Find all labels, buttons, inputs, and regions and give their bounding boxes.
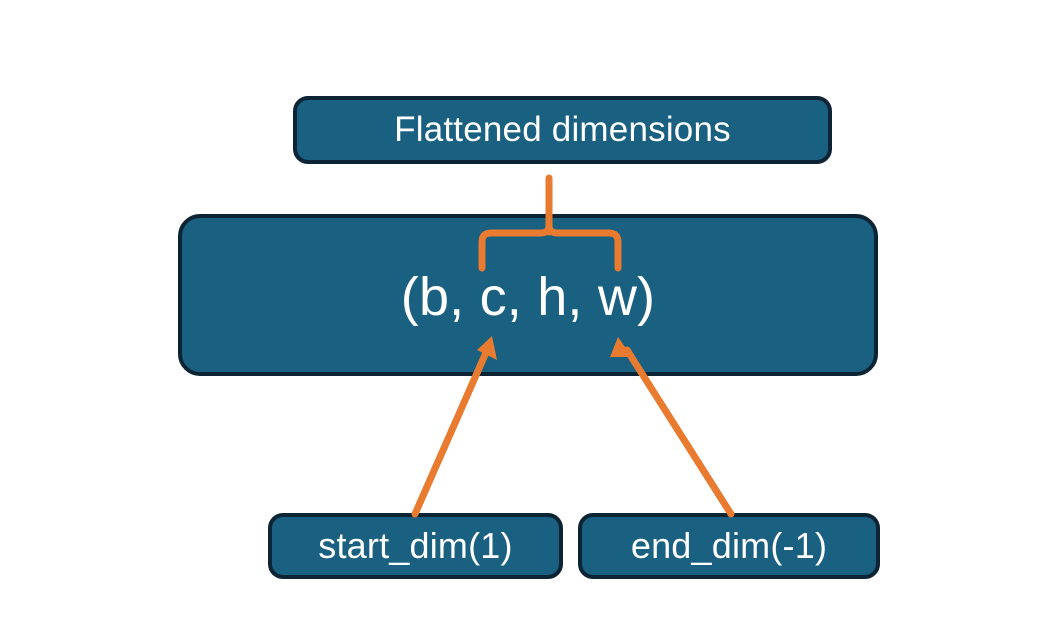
node-start-dim-label: start_dim(1) [318, 525, 513, 566]
node-flattened-dimensions[interactable]: Flattened dimensions [293, 96, 832, 164]
node-tensor-shape[interactable]: (b, c, h, w) [178, 214, 878, 376]
node-tensor-shape-label: (b, c, h, w) [400, 267, 656, 327]
node-flattened-dimensions-label: Flattened dimensions [394, 110, 731, 149]
node-end-dim[interactable]: end_dim(-1) [578, 513, 880, 579]
node-end-dim-label: end_dim(-1) [630, 525, 828, 566]
node-start-dim[interactable]: start_dim(1) [268, 513, 563, 579]
